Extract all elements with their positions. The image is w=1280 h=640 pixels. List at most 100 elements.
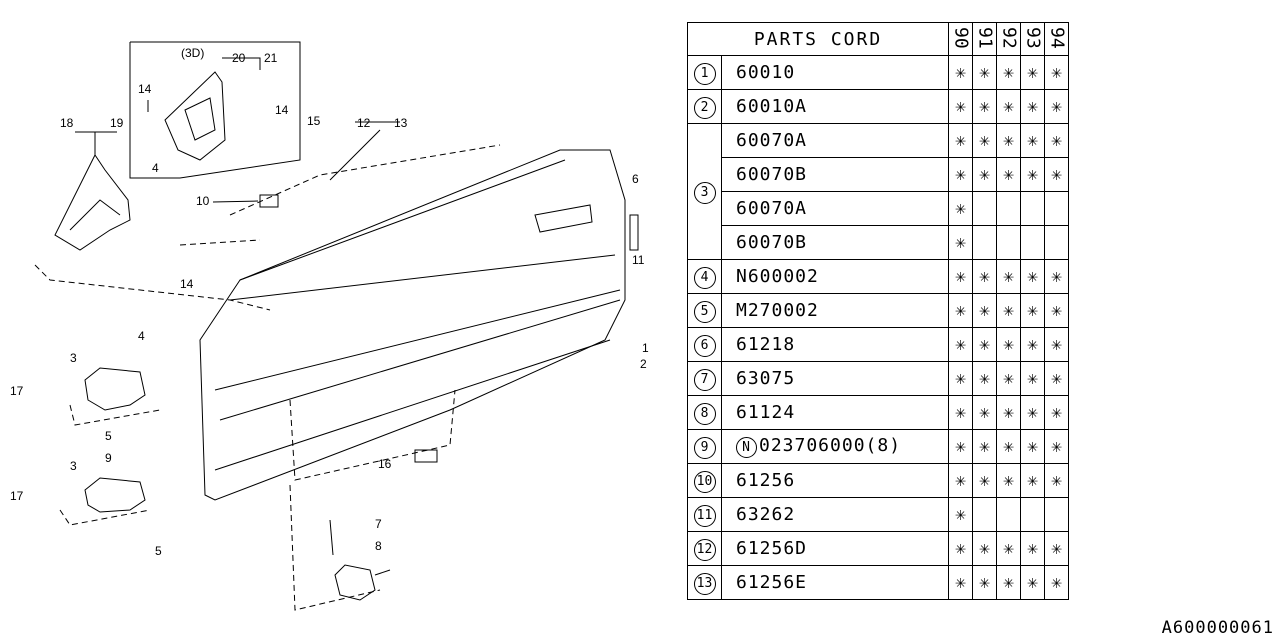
inset-frame (129, 41, 301, 179)
callout-10: 10 (196, 194, 210, 208)
callout-3b: 3 (70, 459, 77, 473)
year-mark (996, 225, 1021, 260)
year-mark: ✳ (1044, 531, 1069, 566)
part-number: 4 (693, 266, 716, 289)
year-mark: ✳ (972, 531, 997, 566)
callout-1: 1 (642, 341, 649, 355)
year-mark: ✳ (972, 395, 997, 430)
year-mark: ✳ (948, 327, 973, 362)
part-number: 5 (693, 300, 716, 323)
part-number: 7 (693, 368, 716, 391)
part-code: 61256 (736, 470, 796, 491)
year-mark: ✳ (1044, 55, 1069, 90)
year-mark: ✳ (1044, 259, 1069, 294)
callout-16: 16 (378, 457, 392, 471)
year-mark (972, 191, 997, 226)
door-handle-shape (534, 204, 593, 233)
year-mark: ✳ (1044, 89, 1069, 124)
part-code-cell: N600002 (721, 259, 949, 294)
part-code: 61218 (736, 334, 796, 355)
part-code: M270002 (736, 300, 819, 321)
callout-17a: 17 (10, 384, 24, 398)
year-mark: ✳ (972, 89, 997, 124)
table-row: 60070B✳✳✳✳✳ (688, 157, 1069, 192)
corner-piece (54, 154, 131, 251)
year-mark: ✳ (1020, 55, 1045, 90)
year-mark: ✳ (972, 463, 997, 498)
door-latch (334, 564, 391, 601)
year-mark: ✳ (996, 259, 1021, 294)
year-mark: ✳ (1020, 361, 1045, 396)
part-code: 60010A (736, 96, 808, 117)
year-mark: ✳ (996, 55, 1021, 90)
part-code-cell: 60070B (721, 225, 949, 260)
year-mark: ✳ (1020, 395, 1045, 430)
year-mark: ✳ (948, 89, 973, 124)
parts-cord-header: PARTS CORD (687, 22, 949, 56)
year-mark: ✳ (996, 361, 1021, 396)
year-mark (972, 497, 997, 532)
year-mark: ✳ (1020, 327, 1045, 362)
year-mark: ✳ (996, 565, 1021, 600)
part-number-cell: 5 (687, 293, 722, 328)
callout-11: 11 (632, 253, 645, 267)
upper-hinge (84, 367, 146, 411)
part-code-cell: 60010A (721, 89, 949, 124)
reference-code: A600000061 (1161, 618, 1274, 638)
part-number-cell: 13 (687, 565, 722, 600)
year-mark: ✳ (1020, 565, 1045, 600)
part-code-cell: 61218 (721, 327, 949, 362)
year-mark: ✳ (972, 429, 997, 464)
door-panel (199, 149, 626, 501)
year-mark: ✳ (1044, 157, 1069, 192)
part-code: 63075 (736, 368, 796, 389)
part-code: 63262 (736, 504, 796, 525)
part-code-cell: M270002 (721, 293, 949, 328)
year-mark (1044, 225, 1069, 260)
callout-9: 9 (105, 451, 112, 465)
year-mark: ✳ (948, 259, 973, 294)
year-mark: ✳ (948, 531, 973, 566)
part-code-cell: 60070A (721, 191, 949, 226)
year-mark: ✳ (948, 157, 973, 192)
year-mark: ✳ (996, 293, 1021, 328)
part-code: 60070A (736, 198, 808, 219)
year-mark: ✳ (948, 293, 973, 328)
part-number-cell: 11 (687, 497, 722, 532)
year-90-header: 90 (948, 22, 973, 56)
callout-8: 8 (375, 539, 382, 553)
year-mark: ✳ (1020, 89, 1045, 124)
year-mark (1020, 225, 1045, 260)
year-mark: ✳ (948, 123, 973, 158)
part-code: 023706000(8) (759, 435, 902, 456)
part-number: 1 (693, 62, 716, 85)
year-94-header: 94 (1044, 22, 1069, 56)
year-mark: ✳ (1044, 293, 1069, 328)
year-mark (996, 497, 1021, 532)
callout-17b: 17 (10, 489, 24, 503)
year-mark: ✳ (972, 565, 997, 600)
year-mark: ✳ (948, 395, 973, 430)
year-mark (972, 225, 997, 260)
part-code-cell: 61256 (721, 463, 949, 498)
part-number-cell: 6 (687, 327, 722, 362)
callout-5b: 5 (155, 544, 162, 558)
part-code-cell: 63075 (721, 361, 949, 396)
part-number-cell: 1 (687, 55, 722, 90)
part-code-cell: 63262 (721, 497, 949, 532)
year-mark (1044, 497, 1069, 532)
year-mark: ✳ (1020, 293, 1045, 328)
year-mark: ✳ (996, 89, 1021, 124)
year-mark (1020, 191, 1045, 226)
year-mark: ✳ (1020, 429, 1045, 464)
